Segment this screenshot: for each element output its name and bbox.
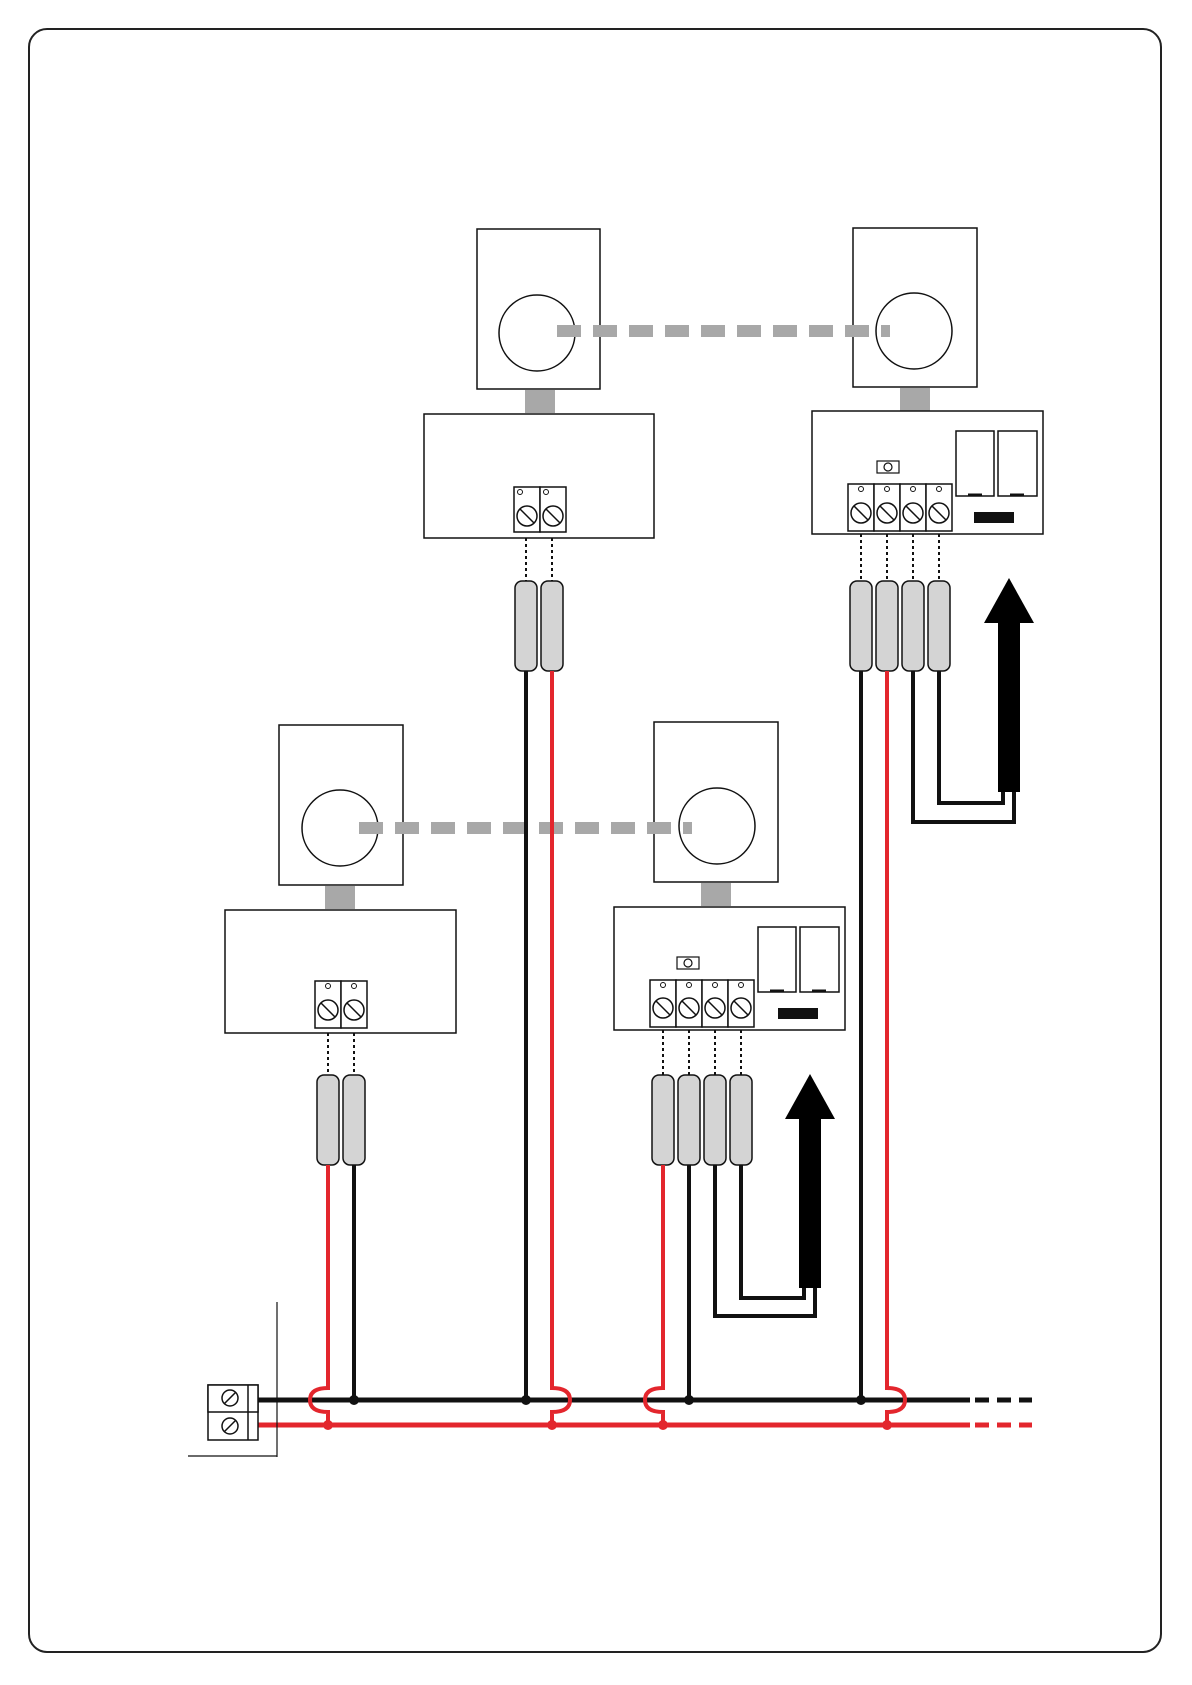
mount-stem <box>525 390 555 413</box>
terminal-block <box>848 484 952 531</box>
wire-tails <box>526 538 552 583</box>
arrow-up-icon <box>984 578 1034 792</box>
supply-terminal <box>188 1302 277 1457</box>
wire-sleeves <box>515 581 563 671</box>
transmitter-bottom <box>225 725 456 1165</box>
label-plate <box>974 512 1014 523</box>
terminal-block <box>514 487 566 532</box>
terminal-block <box>315 981 367 1028</box>
mount-stem <box>900 388 930 411</box>
led-icon <box>877 461 899 473</box>
wire-tails <box>861 534 939 583</box>
terminal-block <box>650 980 754 1027</box>
wire-tails <box>328 1033 354 1077</box>
arrow-up-icon <box>785 1074 835 1288</box>
mount-stem <box>701 883 731 906</box>
mount-stem <box>325 886 355 909</box>
led-icon <box>677 957 699 969</box>
wire-sleeves <box>317 1075 365 1165</box>
transmitter-top <box>424 229 654 671</box>
label-plate <box>778 1008 818 1019</box>
wire-tails <box>663 1030 741 1077</box>
wire-sleeves <box>850 581 950 671</box>
wire-sleeves <box>652 1075 752 1165</box>
